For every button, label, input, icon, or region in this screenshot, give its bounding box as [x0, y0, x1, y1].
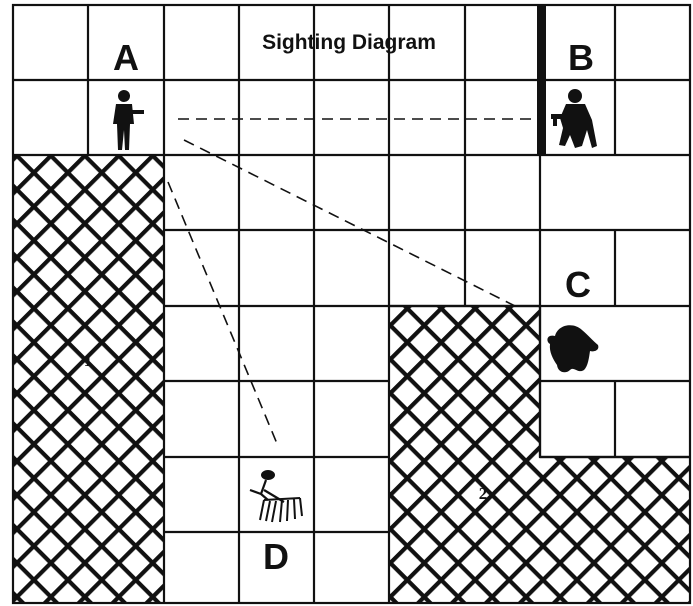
- long-legged-creature-icon: [250, 470, 302, 522]
- diagram-title: Sighting Diagram: [262, 31, 436, 54]
- obstacle-1-area: [13, 155, 164, 603]
- position-label-d: D: [263, 536, 289, 577]
- human-with-gun-icon: [113, 90, 144, 150]
- position-label-a: A: [113, 37, 139, 78]
- hulking-creature-icon: [547, 325, 598, 372]
- obstacle-1: [13, 155, 164, 603]
- position-label-c: C: [565, 264, 591, 305]
- obstacle-label-2: 2: [479, 484, 488, 503]
- obstacle-label-1: 1: [84, 351, 93, 370]
- crouching-gunner-icon: [551, 89, 597, 148]
- sight-line-a-d: [168, 182, 278, 446]
- position-label-b: B: [568, 37, 594, 78]
- wall-segment: [537, 5, 546, 155]
